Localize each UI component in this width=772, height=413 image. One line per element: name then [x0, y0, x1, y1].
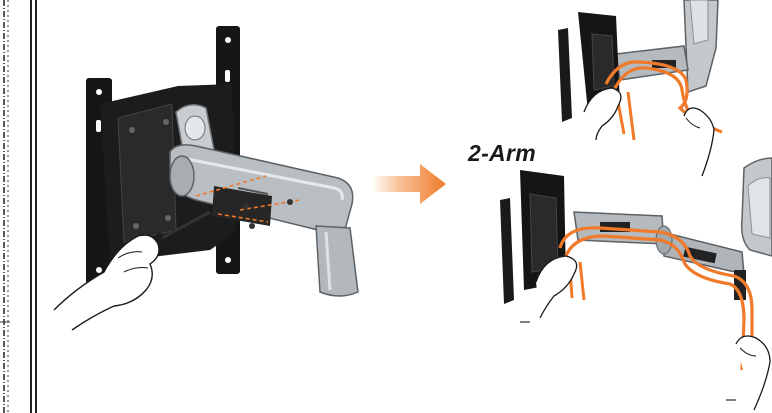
vesa-plate-icon: [86, 26, 240, 284]
hand-icon: [53, 234, 160, 331]
screw-guide-icon: [195, 175, 301, 229]
cable-routing-top-icon: [558, 0, 723, 177]
cable-routing-bottom-icon: [500, 157, 772, 411]
arrow-right-icon: [372, 164, 446, 204]
margin-strip: [0, 0, 37, 413]
figure-label: 2-Arm: [468, 140, 536, 166]
swing-arm-icon: [169, 104, 359, 297]
